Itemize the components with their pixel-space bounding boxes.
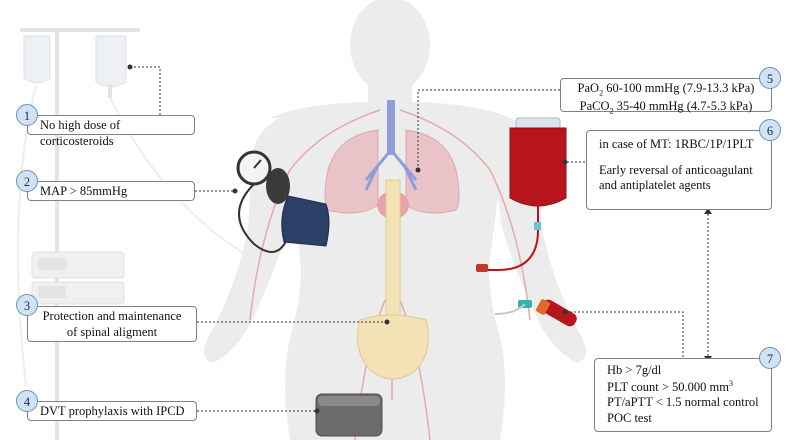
step-2-box: MAP > 85mmHg	[27, 181, 195, 201]
step-6-line-2: Early reversal of anticoagulant	[599, 162, 753, 177]
step-4-badge: 4	[16, 390, 38, 412]
step-3-badge: 3	[16, 294, 38, 316]
connector-lines	[130, 66, 709, 412]
blood-bag-icon	[476, 117, 567, 272]
step-5-badge: 5	[759, 67, 781, 89]
spine-icon	[357, 179, 429, 380]
step-3-line-2: of spinal aligment	[66, 324, 158, 339]
connector-dots	[127, 64, 712, 414]
step-6-line-1: in case of MT: 1RBC/1P/1PLT	[599, 137, 754, 151]
blood-sample-tube-icon	[494, 299, 577, 327]
step-7-line-3: PT/aPTT < 1.5 normal control	[607, 395, 759, 410]
step-1-badge: 1	[16, 104, 38, 126]
step-3-line-1: Protection and maintenance	[42, 309, 182, 323]
step-5-paco2: PaCO2 35-40 mmHg (4.7-5.3 kPa)	[579, 98, 753, 116]
step-5-box: PaO2 60-100 mmHg (7.9-13.3 kPa) PaCO2 35…	[560, 78, 772, 115]
step-6-box: in case of MT: 1RBC/1P/1PLT Early revers…	[586, 130, 772, 210]
step-1-text: No high dose of corticosteroids	[40, 118, 121, 148]
step-7-box: Hb > 7g/dl PLT count > 50.000 mm3 PT/aPT…	[594, 358, 772, 432]
step-7-line-1: Hb > 7g/dl	[607, 363, 662, 377]
lungs-icon	[324, 100, 460, 219]
step-6-line-3: and antiplatelet agents	[599, 178, 711, 193]
step-7-badge: 7	[759, 347, 781, 369]
ipcd-device-icon	[315, 393, 383, 437]
infusion-pump-icon	[31, 251, 125, 305]
iv-pole-icon	[17, 28, 271, 440]
step-4-text: DVT prophylaxis with IPCD	[40, 404, 185, 418]
step-6-badge: 6	[759, 119, 781, 141]
step-3-box: Protection and maintenance of spinal ali…	[27, 306, 197, 342]
step-1-box: No high dose of corticosteroids	[27, 115, 195, 148]
step-2-text: MAP > 85mmHg	[40, 184, 128, 198]
step-7-line-2: PLT count > 50.000 mm3	[607, 378, 733, 394]
blood-pressure-monitor-icon	[236, 150, 330, 253]
step-4-box: DVT prophylaxis with IPCD	[27, 401, 197, 421]
step-2-badge: 2	[16, 170, 38, 192]
step-7-line-4: POC test	[607, 411, 652, 426]
step-5-pao2: PaO2 60-100 mmHg (7.9-13.3 kPa)	[577, 81, 755, 98]
